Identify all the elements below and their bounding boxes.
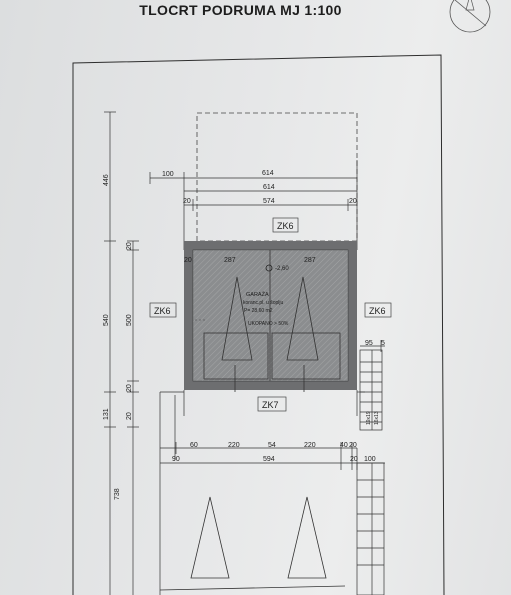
dim-top-574: 574 bbox=[263, 198, 275, 205]
elevation-marker-icon bbox=[265, 264, 273, 272]
dim-left-131: 131 bbox=[103, 408, 110, 420]
dim-bottom-90: 90 bbox=[172, 456, 180, 463]
dim-bottom-54: 54 bbox=[268, 442, 276, 449]
dim-left-20c: 20 bbox=[126, 412, 133, 420]
dim-stair-95: 95 bbox=[365, 340, 373, 347]
zk-top-label: ZK6 bbox=[277, 221, 294, 231]
room-line1: koranc.pl. u šoplju bbox=[243, 300, 284, 306]
elevation-label: -2,60 bbox=[275, 266, 289, 272]
dim-stair-5: 5 bbox=[381, 340, 385, 347]
dim-left-20a: 20 bbox=[126, 242, 133, 250]
dim-stair-side-a: 19x19 bbox=[366, 411, 372, 425]
garage-parking-symbols bbox=[203, 276, 341, 392]
lower-area-lines bbox=[159, 390, 385, 595]
room-line3: UKOPANO > 50% bbox=[248, 321, 289, 327]
dim-bottom-60: 60 bbox=[190, 442, 198, 449]
zk-left-box bbox=[149, 302, 177, 318]
dim-left-20b: 20 bbox=[126, 384, 133, 392]
dim-left-738: 738 bbox=[114, 488, 121, 500]
dim-bottom-100: 100 bbox=[364, 456, 376, 463]
dim-top-20b: 20 bbox=[349, 198, 357, 205]
room-name: GARAŽA bbox=[246, 290, 269, 298]
dim-inner-287a: 287 bbox=[224, 257, 236, 264]
dim-left-446: 446 bbox=[103, 174, 110, 186]
top-dimension-lines bbox=[149, 160, 358, 250]
room-line2: P= 28,60 m2 bbox=[244, 308, 273, 314]
zk-bottom-label: ZK7 bbox=[262, 400, 279, 410]
dim-bottom-20b: 20 bbox=[350, 456, 358, 463]
dim-top-100: 100 bbox=[162, 171, 174, 178]
dim-bottom-40: 40 bbox=[340, 442, 348, 449]
dim-stair-side-b: 16x13 bbox=[374, 411, 380, 425]
dim-top-614b: 614 bbox=[263, 184, 275, 191]
dim-bottom-220b: 220 bbox=[304, 442, 316, 449]
plot-boundary bbox=[72, 54, 445, 595]
dim-left-540: 540 bbox=[103, 314, 110, 326]
dim-bottom-220a: 220 bbox=[228, 442, 240, 449]
zk-top-box bbox=[272, 217, 299, 233]
zk-left-label: ZK6 bbox=[154, 306, 171, 316]
zk-right-box bbox=[364, 302, 392, 318]
garage-walls bbox=[184, 241, 357, 390]
zk-right-label: ZK6 bbox=[369, 306, 386, 316]
dim-top-614a: 614 bbox=[262, 170, 274, 177]
left-dimension-line bbox=[104, 111, 139, 595]
plan-title: TLOCRT PODRUMA MJ 1:100 bbox=[139, 2, 342, 18]
zk-bottom-box bbox=[257, 396, 287, 412]
dim-left-500: 500 bbox=[126, 314, 133, 326]
lower-parking-symbols bbox=[159, 496, 346, 591]
dim-top-20a: 20 bbox=[183, 198, 191, 205]
north-arrow-icon bbox=[449, 0, 491, 33]
dim-bottom-20a: 20 bbox=[349, 442, 357, 449]
stair bbox=[356, 340, 385, 595]
dim-inner-20: 20 bbox=[184, 257, 192, 264]
dim-inner-287b: 287 bbox=[304, 257, 316, 264]
dim-bottom-594: 594 bbox=[263, 456, 275, 463]
